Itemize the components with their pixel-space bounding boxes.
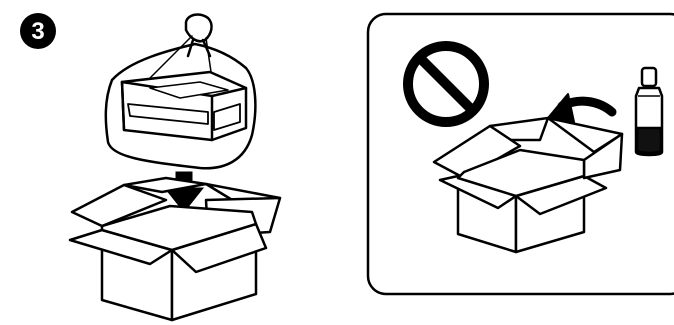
printer-in-plastic-bag-icon (106, 15, 256, 169)
step-number-badge: 3 (20, 13, 56, 49)
step-number-text: 3 (31, 18, 44, 45)
